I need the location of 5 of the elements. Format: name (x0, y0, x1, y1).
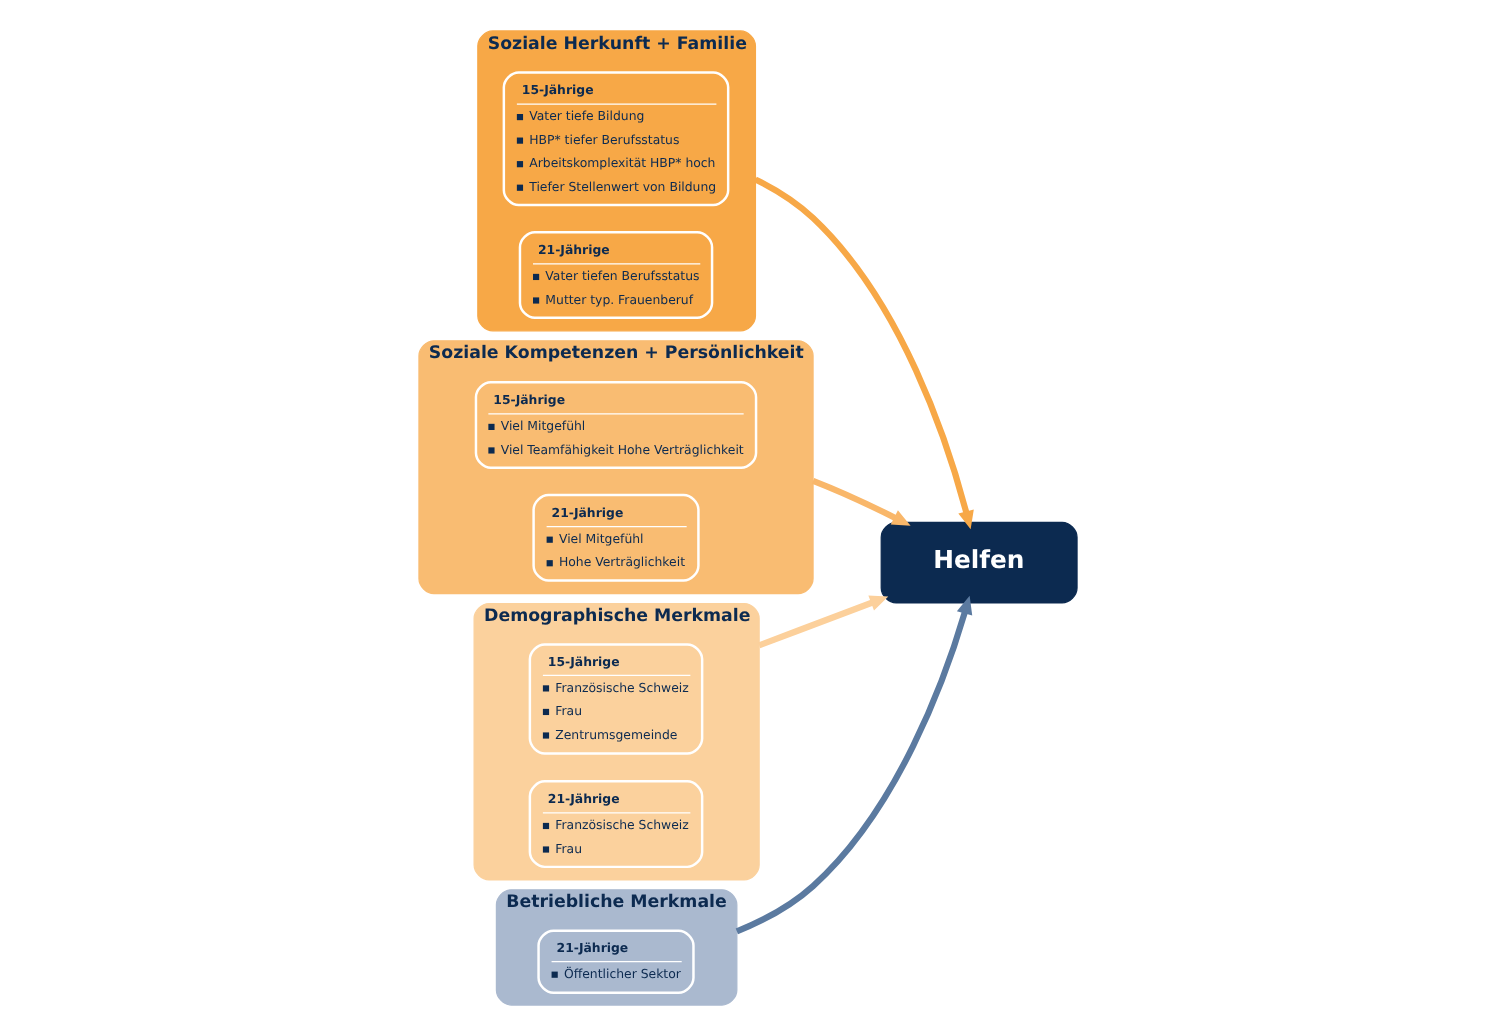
arrow (810, 477, 910, 526)
arrow (757, 595, 888, 649)
node-box: Helfen (879, 521, 1077, 604)
arrow (753, 176, 973, 530)
arrow (734, 595, 972, 935)
